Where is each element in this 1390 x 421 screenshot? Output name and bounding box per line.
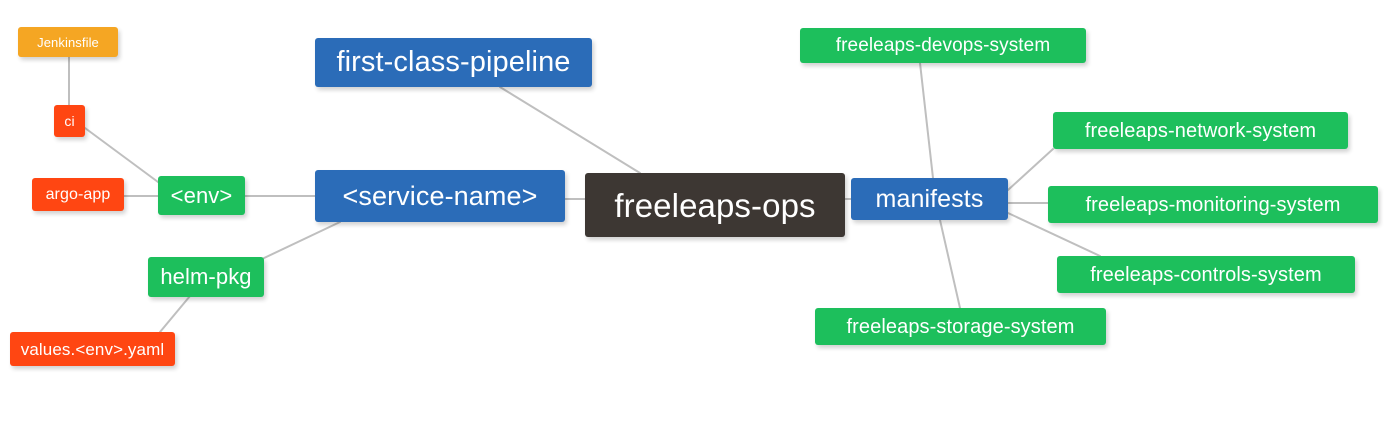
mindmap-node-label: manifests [875, 184, 984, 213]
mindmap-node-env[interactable]: <env> [158, 176, 245, 215]
mindmap-node-service-name[interactable]: <service-name> [315, 170, 565, 222]
mindmap-node-label: <service-name> [342, 180, 538, 211]
mindmap-node-first-class-pipeline[interactable]: first-class-pipeline [315, 38, 592, 87]
mindmap-node-manifests[interactable]: manifests [851, 178, 1008, 220]
mindmap-node-freeleaps-devops-system[interactable]: freeleaps-devops-system [800, 28, 1086, 63]
mindmap-node-label: first-class-pipeline [336, 46, 571, 78]
edge-ci-to-env [84, 127, 159, 183]
mindmap-node-label: freeleaps-ops [614, 186, 816, 224]
mindmap-node-label: helm-pkg [160, 264, 252, 289]
mindmap-node-label: ci [64, 113, 75, 129]
mindmap-node-argo-app[interactable]: argo-app [32, 178, 124, 211]
mindmap-node-freeleaps-storage-system[interactable]: freeleaps-storage-system [815, 308, 1106, 345]
mindmap-node-label: freeleaps-controls-system [1090, 263, 1322, 286]
mindmap-node-label: freeleaps-monitoring-system [1085, 193, 1341, 216]
mindmap-node-label: freeleaps-storage-system [846, 315, 1075, 338]
mindmap-node-label: values.<env>.yaml [20, 339, 165, 359]
mindmap-node-helm-pkg[interactable]: helm-pkg [148, 257, 264, 297]
mindmap-node-jenkinsfile[interactable]: Jenkinsfile [18, 27, 118, 57]
mindmap-node-label: Jenkinsfile [37, 34, 99, 50]
mindmap-node-ci[interactable]: ci [54, 105, 85, 137]
mindmap-node-freeleaps-network-system[interactable]: freeleaps-network-system [1053, 112, 1348, 149]
mindmap-node-freeleaps-ops[interactable]: freeleaps-ops [585, 173, 845, 237]
mindmap-node-values-env-yaml[interactable]: values.<env>.yaml [10, 332, 175, 366]
mindmap-node-label: argo-app [45, 185, 111, 203]
mindmap-node-label: freeleaps-network-system [1084, 119, 1317, 142]
edge-first-class-pipeline-to-freeleaps-ops [499, 86, 641, 174]
mindmap-node-label: <env> [170, 182, 233, 208]
edge-manifests-to-freeleaps-network-system [1007, 148, 1054, 191]
edge-values.<env>.yaml-to-helm-pkg [159, 295, 191, 333]
edge-manifests-to-freeleaps-storage-system [939, 219, 961, 309]
edge-manifests-to-freeleaps-devops-system [919, 62, 934, 179]
mindmap-node-freeleaps-monitoring-system[interactable]: freeleaps-monitoring-system [1048, 186, 1378, 223]
mindmap-node-freeleaps-controls-system[interactable]: freeleaps-controls-system [1057, 256, 1355, 293]
mindmap-node-label: freeleaps-devops-system [835, 35, 1051, 56]
edge-helm-pkg-to-service-name [261, 221, 341, 260]
